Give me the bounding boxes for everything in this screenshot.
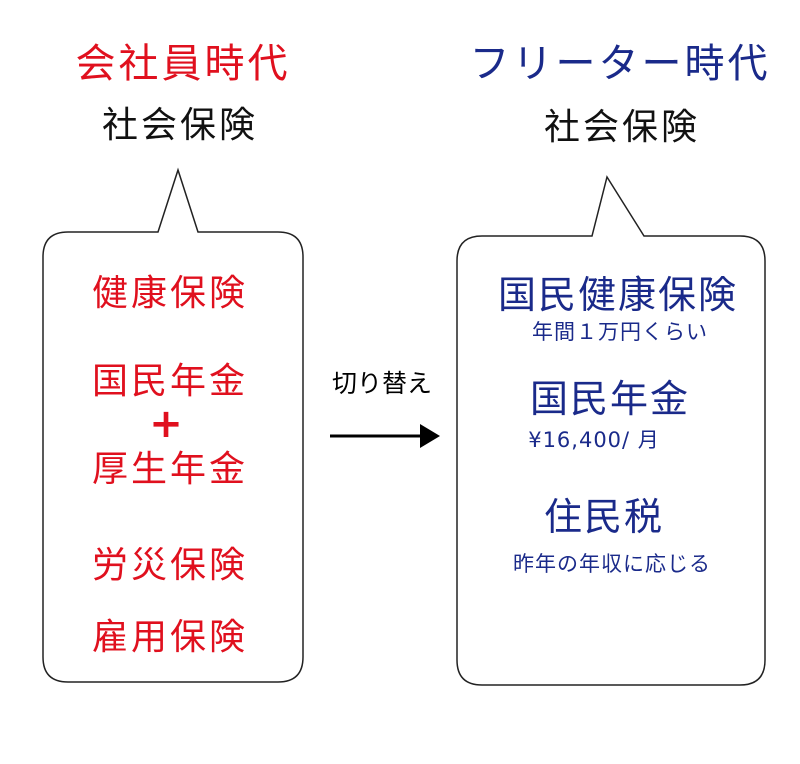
left-subheading: 社会保険: [101, 105, 259, 146]
left-item-national-pension: 国民年金: [91, 361, 249, 402]
left-speech-bubble: [42, 167, 304, 683]
right-item-national-health-insurance: 国民健康保険: [497, 273, 739, 317]
right-speech-bubble: [456, 175, 766, 686]
right-item-national-pension: 国民年金: [529, 377, 691, 421]
right-arrow-icon: [330, 424, 440, 448]
right-note-national-pension: ¥16,400/ 月: [528, 428, 660, 452]
left-heading: 会社員時代: [75, 41, 291, 87]
transition-label: 切り替え: [331, 369, 433, 398]
right-note-national-health-insurance: 年間１万円くらい: [532, 320, 708, 344]
right-item-resident-tax: 住民税: [543, 495, 665, 539]
left-item-workers-compensation: 労災保険: [91, 545, 249, 586]
left-item-employee-pension: 厚生年金: [91, 449, 249, 490]
right-heading: フリーター時代: [469, 41, 771, 87]
left-item-health-insurance: 健康保険: [91, 273, 249, 314]
left-item-employment-insurance: 雇用保険: [91, 617, 249, 658]
plus-sign: +: [149, 401, 183, 447]
right-subheading: 社会保険: [543, 107, 701, 148]
right-note-resident-tax: 昨年の年収に応じる: [513, 552, 711, 576]
